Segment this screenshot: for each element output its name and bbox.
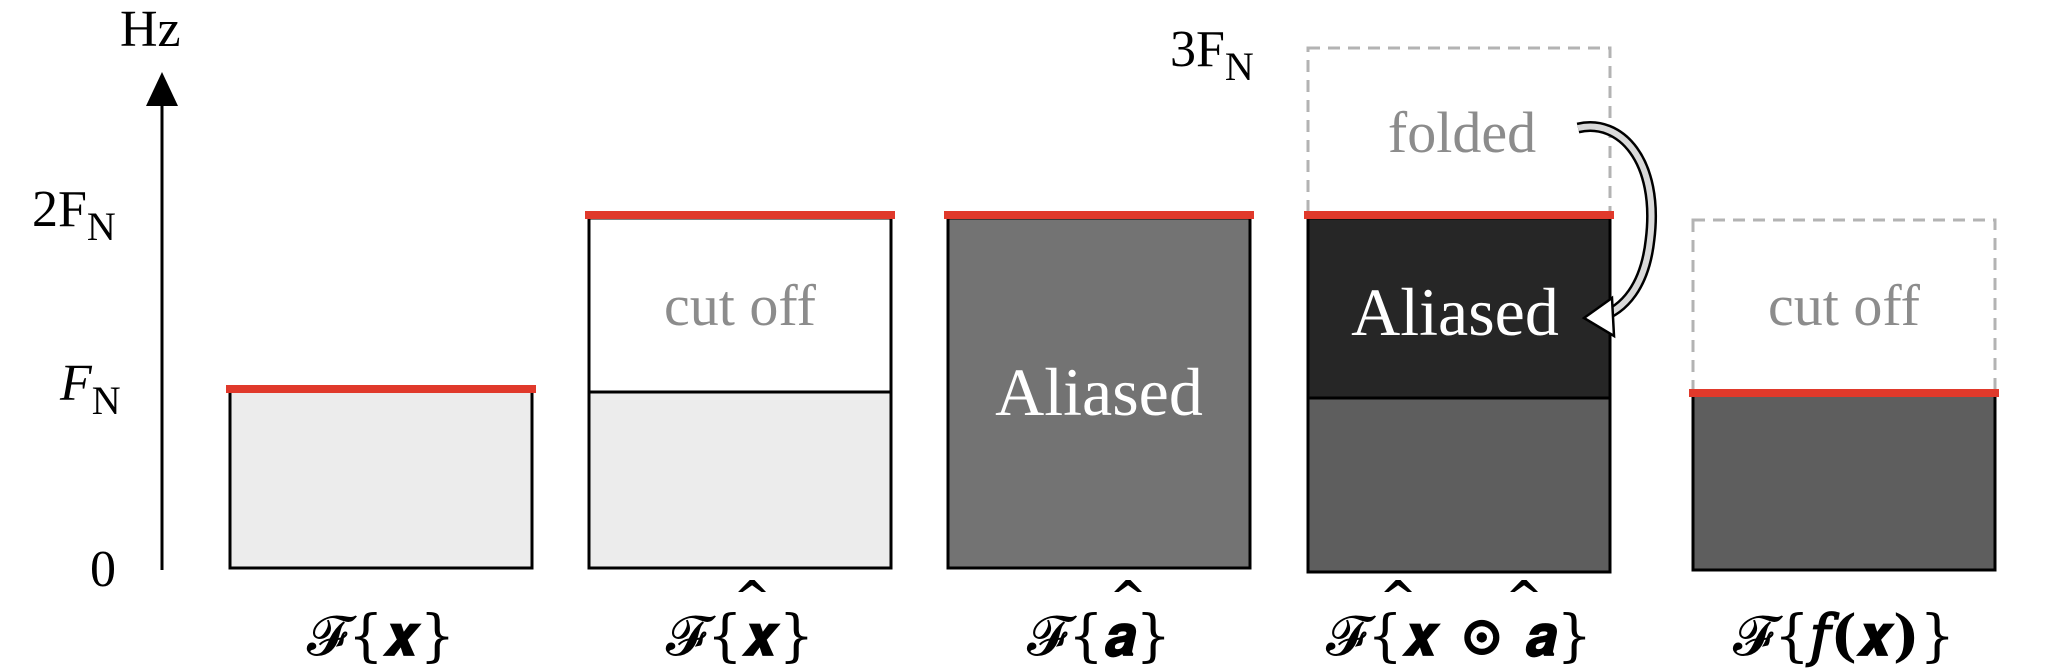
bar-label-ffx: 𝓕{𝑓(𝒙)} (1733, 603, 1955, 669)
bar-ffx: cut off (1689, 218, 1999, 572)
hat-icon: ^ (1506, 572, 1543, 623)
bar-label-fahat: 𝓕{𝒂} (1027, 603, 1171, 669)
bar-ffx-cutoff-text: cut off (1768, 273, 1921, 338)
bar-fx-body (228, 388, 534, 570)
bar-label-fxhat: 𝓕{𝒙} (666, 603, 815, 669)
bar-fproduct-lower (1306, 396, 1612, 574)
bar-fxhat-cutoff-text: cut off (664, 273, 817, 338)
bar-fproduct-folded-text: folded (1388, 100, 1536, 165)
bar-fxhat-lower (587, 390, 893, 570)
hat-icon: ^ (734, 572, 771, 623)
tick-label-fn: FN (59, 355, 121, 423)
y-axis-arrow-icon (146, 72, 178, 106)
fold-arrowhead-icon (1581, 295, 1616, 339)
bar-label-fx: 𝓕{𝒙} (307, 603, 456, 669)
bar-ffx-body (1691, 392, 1997, 572)
bar-fxhat-upper (587, 216, 893, 394)
bar-fx (226, 385, 536, 570)
hat-icon: ^ (1380, 572, 1417, 623)
tick-label-0: 0 (90, 541, 116, 598)
tick-label-3fn: 3FN (1170, 21, 1254, 89)
axis-unit-label: Hz (120, 1, 181, 58)
bar-fproduct-aliased-text: Aliased (1351, 274, 1559, 350)
bar-labels: 𝓕{𝒙} 𝓕{𝒙} ^ 𝓕{𝒂} ^ 𝓕{𝒙 ⊙ 𝒂} ^ ^ 𝓕{𝑓(𝒙)} (307, 572, 1955, 669)
bar-label-fproduct: 𝓕{𝒙 ⊙ 𝒂} (1326, 603, 1592, 669)
bar-fproduct: folded Aliased (1304, 46, 1657, 574)
tick-label-2fn: 2FN (32, 181, 116, 249)
hat-icon: ^ (1110, 572, 1147, 623)
bar-fahat-aliased-text: Aliased (995, 354, 1203, 430)
bar-fxhat: cut off (585, 211, 895, 570)
bar-fahat: Aliased (944, 211, 1254, 570)
fold-arrow-icon (1577, 123, 1655, 321)
